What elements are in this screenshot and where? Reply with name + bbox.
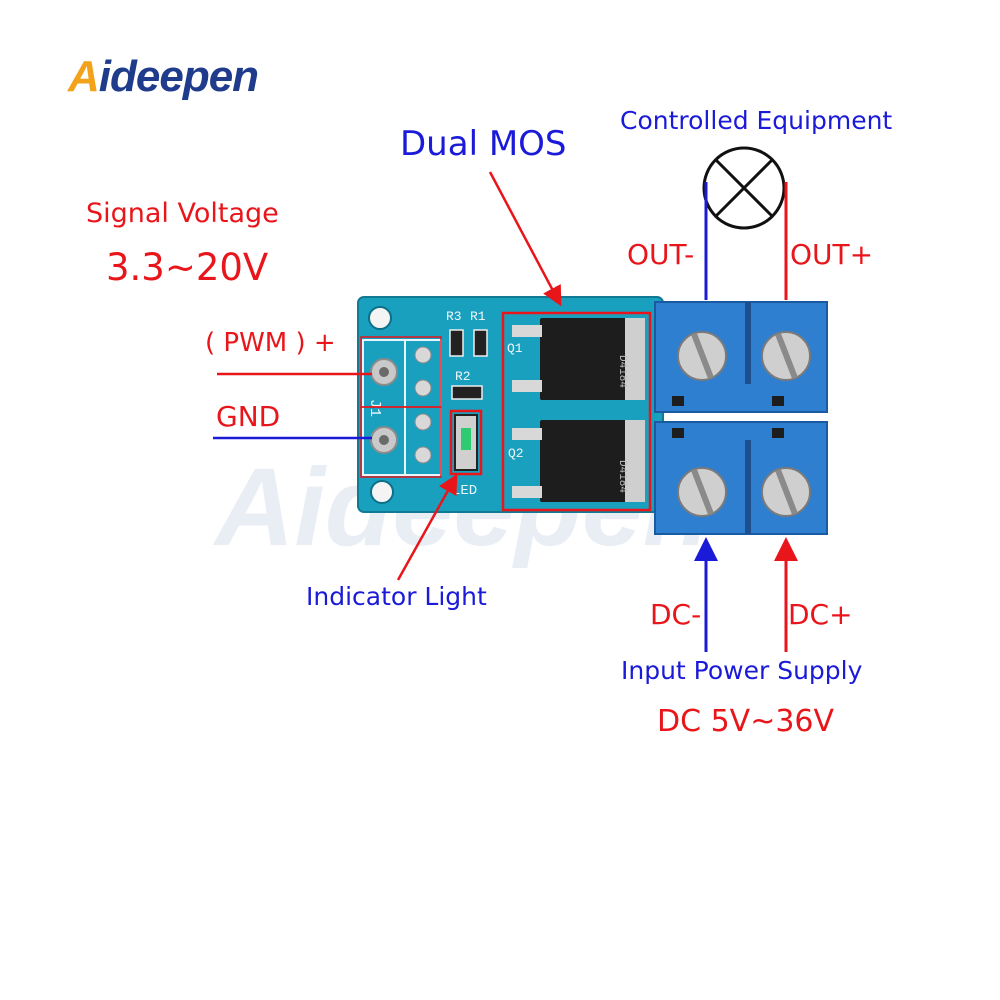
indicator-arrow — [396, 473, 458, 581]
silk-r3: R3 — [446, 309, 462, 324]
pwm-label: ( PWM ) + — [205, 328, 336, 358]
dual-mos-arrow — [488, 171, 562, 307]
silk-q2: Q2 — [508, 446, 524, 461]
silk-led: LED — [452, 483, 477, 499]
screw-terminal-output — [654, 301, 828, 413]
chip-q2-marking: D4184 — [616, 460, 628, 493]
dc-minus-label: DC- — [650, 598, 702, 631]
controlled-equipment-label: Controlled Equipment — [620, 106, 893, 135]
mounting-hole — [370, 480, 394, 504]
logo-first-letter: A — [68, 52, 100, 101]
chip-q1-marking: D4184 — [616, 355, 628, 388]
mos-highlight-box — [501, 311, 652, 512]
silk-r1: R1 — [470, 309, 486, 324]
brand-logo: Aideepen — [68, 52, 259, 102]
indicator-led: LED — [452, 414, 478, 499]
silk-j1: J1 — [366, 399, 383, 417]
screw-terminal-input — [654, 421, 828, 535]
input-power-supply-label: Input Power Supply — [621, 656, 863, 685]
silk-r2: R2 — [455, 369, 471, 384]
out-plus-label: OUT+ — [790, 238, 874, 271]
mosfet-q1: Q1 D4184 — [507, 318, 645, 400]
out-minus-label: OUT- — [627, 238, 695, 271]
j1-gnd-box — [360, 406, 442, 478]
mounting-hole — [368, 306, 392, 330]
dc-plus-label: DC+ — [788, 598, 853, 631]
signal-voltage-range: 3.3~20V — [106, 246, 269, 289]
pcb-board: J1 R3 R1 R2 LED Q1 D4184 Q2 — [357, 296, 664, 513]
signal-voltage-title: Signal Voltage — [86, 198, 279, 229]
dual-mos-label: Dual MOS — [400, 124, 567, 164]
mosfet-q2: Q2 D4184 — [508, 420, 645, 502]
led-highlight-box — [449, 409, 483, 476]
indicator-light-label: Indicator Light — [306, 582, 487, 611]
silk-q1: Q1 — [507, 341, 523, 356]
input-voltage-label: DC 5V~36V — [657, 704, 835, 739]
gnd-label: GND — [216, 400, 281, 433]
logo-rest: ideepen — [98, 52, 259, 101]
lamp-symbol — [702, 146, 786, 230]
